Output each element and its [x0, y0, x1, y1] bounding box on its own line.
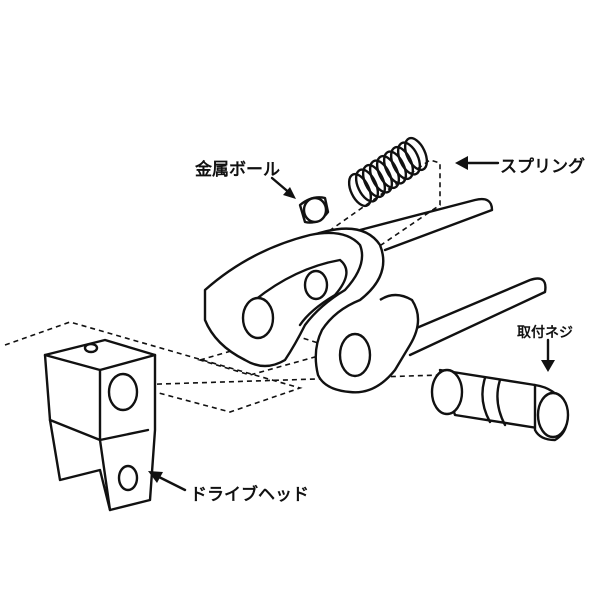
yoke-hole-front [241, 296, 275, 340]
spring-coil [368, 159, 394, 194]
metal-ball [298, 196, 330, 224]
yoke-rear-plate [299, 227, 420, 394]
arrow-ball [270, 176, 296, 199]
label-spring: スプリング [500, 157, 585, 177]
axis-line [129, 374, 441, 386]
spring [347, 136, 429, 208]
spring-coil [382, 150, 408, 185]
spring-coil [347, 172, 373, 208]
drive-head-lower-hole [117, 464, 139, 492]
alignment-plane-left [4, 321, 303, 413]
yoke-slot [253, 258, 348, 327]
drive-head-ball-hole [83, 342, 99, 354]
drive-head-hole [107, 372, 139, 412]
label-drive-head: ドライブヘッド [190, 485, 309, 505]
arrow-spring [455, 156, 500, 170]
handle-arm-upper [358, 197, 494, 252]
handle-arm-lower [398, 277, 547, 357]
yoke-hole-rear [338, 332, 372, 378]
spring-coil [396, 141, 422, 176]
spring-coil [403, 136, 429, 172]
arrow-drive-head [148, 471, 187, 492]
spring-coil [361, 163, 387, 199]
mounting-screw [430, 368, 570, 442]
arrow-screw [541, 338, 555, 372]
spring-coil [354, 168, 380, 203]
spring-coil [389, 145, 415, 181]
label-metal-ball: 金属ボール [195, 160, 280, 180]
drive-head-edge [43, 353, 157, 512]
yoke-front-plate [203, 231, 364, 368]
yoke-hole-top [303, 269, 329, 301]
label-mounting-screw: 取付ネジ [517, 325, 573, 341]
spring-coil [375, 154, 401, 190]
